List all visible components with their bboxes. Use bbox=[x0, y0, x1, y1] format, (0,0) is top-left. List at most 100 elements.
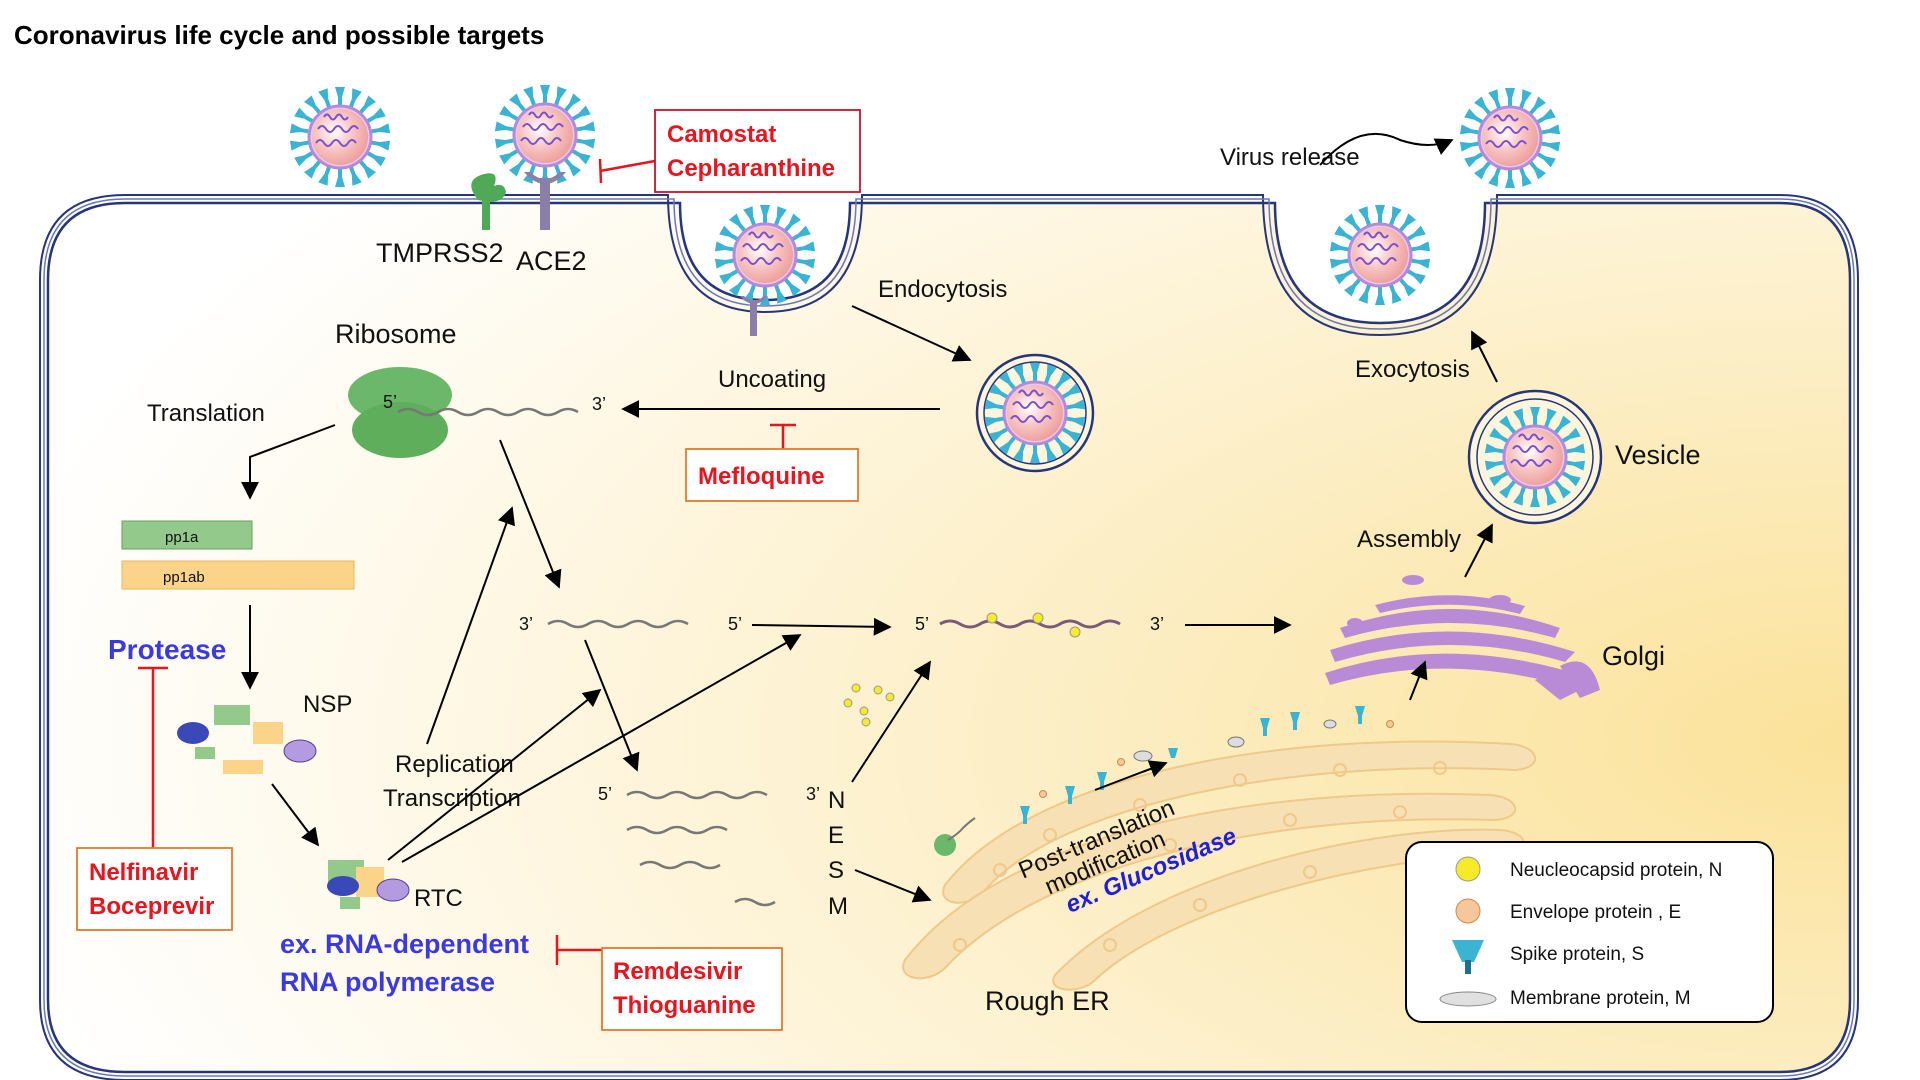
label-tmprss2: TMPRSS2 bbox=[376, 238, 504, 268]
virus-free bbox=[288, 85, 392, 189]
tmprss2-icon bbox=[471, 173, 506, 230]
legend-m-label: Membrane protein, M bbox=[1510, 988, 1691, 1009]
drug-thioguanine: Thioguanine bbox=[613, 992, 756, 1019]
drug-box-camostat: Camostat Cepharanthine bbox=[654, 109, 861, 193]
label-replication: Replication bbox=[395, 751, 514, 778]
legend-e-label: Envelope protein , E bbox=[1510, 902, 1681, 923]
er-ribosome-icon bbox=[934, 817, 976, 856]
label-rough-er: Rough ER bbox=[985, 986, 1110, 1016]
label-nsp: NSP bbox=[303, 691, 352, 718]
arrow-exocytosis bbox=[1471, 330, 1498, 383]
legend-n-icon bbox=[1455, 856, 1481, 882]
ace2-receptor-small-icon bbox=[740, 296, 768, 336]
label-3prime-genome: 3’ bbox=[1150, 614, 1164, 634]
arrow-negstrand-to-sgrna bbox=[584, 639, 640, 772]
drug-mefloquine: Mefloquine bbox=[698, 463, 825, 490]
label-exocytosis: Exocytosis bbox=[1355, 356, 1470, 383]
label-uncoating: Uncoating bbox=[718, 366, 826, 393]
label-vesicle: Vesicle bbox=[1615, 440, 1701, 470]
drug-camostat: Camostat bbox=[667, 121, 776, 148]
drug-cepharanthine: Cepharanthine bbox=[667, 155, 835, 182]
label-ace2: ACE2 bbox=[516, 246, 587, 276]
label-golgi: Golgi bbox=[1602, 641, 1665, 671]
label-gene-s: S bbox=[828, 857, 844, 884]
label-ribosome: Ribosome bbox=[335, 319, 457, 349]
golgi-apparatus bbox=[1325, 575, 1600, 700]
cell-membrane-inner bbox=[43, 198, 1855, 1077]
label-assembly: Assembly bbox=[1357, 526, 1461, 553]
label-3prime-sg: 3’ bbox=[806, 784, 820, 804]
legend: Neucleocapsid protein, N Envelope protei… bbox=[1405, 841, 1774, 1023]
drug-boceprevir: Boceprevir bbox=[89, 893, 214, 920]
drug-box-mefloquine: Mefloquine bbox=[685, 448, 859, 502]
endosome bbox=[975, 353, 1095, 473]
arrow-rtc-to-negstrand bbox=[387, 688, 602, 861]
label-pp1ab: pp1ab bbox=[163, 569, 205, 586]
rna-genome-with-n bbox=[939, 619, 1121, 629]
er-spike-proteins bbox=[1020, 706, 1365, 824]
pp1a-bar bbox=[121, 520, 253, 550]
rtc-cluster bbox=[327, 860, 410, 909]
arrow-endocytosis bbox=[851, 305, 972, 362]
target-protease: Protease bbox=[108, 634, 226, 665]
arrow-nsp-to-rtc bbox=[271, 783, 320, 847]
target-rdrp-line1: ex. RNA-dependent bbox=[280, 929, 529, 959]
virus-exocytosis bbox=[1328, 203, 1432, 307]
label-3prime-neg: 3’ bbox=[519, 614, 533, 634]
arrow-replication-to-genome bbox=[426, 506, 515, 745]
legend-e-icon bbox=[1455, 898, 1481, 924]
drug-remdesivir: Remdesivir bbox=[613, 958, 742, 985]
target-rdrp-line2: RNA polymerase bbox=[280, 967, 495, 997]
vesicle bbox=[1467, 389, 1603, 525]
legend-n-label: Neucleocapsid protein, N bbox=[1510, 860, 1722, 881]
label-translation: Translation bbox=[147, 400, 265, 427]
free-n-proteins bbox=[843, 683, 895, 727]
label-endocytosis: Endocytosis bbox=[878, 276, 1007, 303]
drug-box-remdesivir: Remdesivir Thioguanine bbox=[601, 947, 783, 1031]
label-5prime-sg: 5’ bbox=[598, 784, 612, 804]
sgrna-e bbox=[626, 825, 728, 835]
label-rtc: RTC bbox=[414, 885, 463, 912]
virus-released bbox=[1458, 86, 1562, 190]
label-5prime-ribosome: 5’ bbox=[383, 392, 397, 412]
arrow-sgrna-to-er bbox=[854, 869, 932, 903]
label-gene-n: N bbox=[828, 787, 845, 814]
virus-bound-ace2 bbox=[493, 83, 597, 187]
legend-s-icon bbox=[1452, 940, 1484, 974]
arrow-negstrand-to-genome bbox=[751, 617, 892, 636]
arrow-assembly bbox=[1464, 523, 1493, 578]
legend-m-icon bbox=[1439, 991, 1497, 1007]
figure-title: Coronavirus life cycle and possible targ… bbox=[14, 20, 544, 50]
arrow-er-to-golgi bbox=[1409, 660, 1428, 701]
pp1ab-bar bbox=[121, 560, 355, 590]
arrow-rtc-to-genome bbox=[401, 634, 802, 863]
legend-s-label: Spike protein, S bbox=[1510, 944, 1644, 965]
sgrna-n bbox=[626, 790, 768, 800]
label-pp1a: pp1a bbox=[165, 529, 199, 546]
inhibition-marks bbox=[138, 158, 796, 965]
drug-nelfinavir: Nelfinavir bbox=[89, 859, 198, 886]
arrow-ptm bbox=[1094, 760, 1168, 791]
sgrna-m bbox=[734, 897, 776, 907]
arrow-virus-release bbox=[1319, 132, 1454, 166]
arrow-n-to-genome bbox=[851, 660, 931, 783]
sgrna-s bbox=[639, 860, 721, 870]
ribosome-icon bbox=[348, 367, 452, 458]
rna-negative-strand bbox=[547, 619, 689, 629]
legend-box bbox=[1405, 841, 1774, 1023]
arrow-translation bbox=[241, 424, 336, 500]
label-gene-e: E bbox=[828, 822, 844, 849]
nsp-cluster bbox=[177, 705, 317, 774]
cell-membrane-outer bbox=[39, 194, 1859, 1080]
label-3prime-ribosome: 3’ bbox=[592, 394, 606, 414]
label-gene-m: M bbox=[828, 893, 848, 920]
viral-rna-genome bbox=[397, 407, 579, 417]
arrows bbox=[241, 132, 1498, 903]
label-5prime-neg: 5’ bbox=[728, 614, 742, 634]
arrow-genome-to-negstrand bbox=[499, 439, 562, 589]
drug-box-nelfinavir: Nelfinavir Boceprevir bbox=[76, 847, 233, 931]
label-5prime-genome: 5’ bbox=[915, 614, 929, 634]
er-membrane-proteins bbox=[1039, 719, 1394, 798]
ace2-receptor-icon bbox=[524, 172, 566, 230]
